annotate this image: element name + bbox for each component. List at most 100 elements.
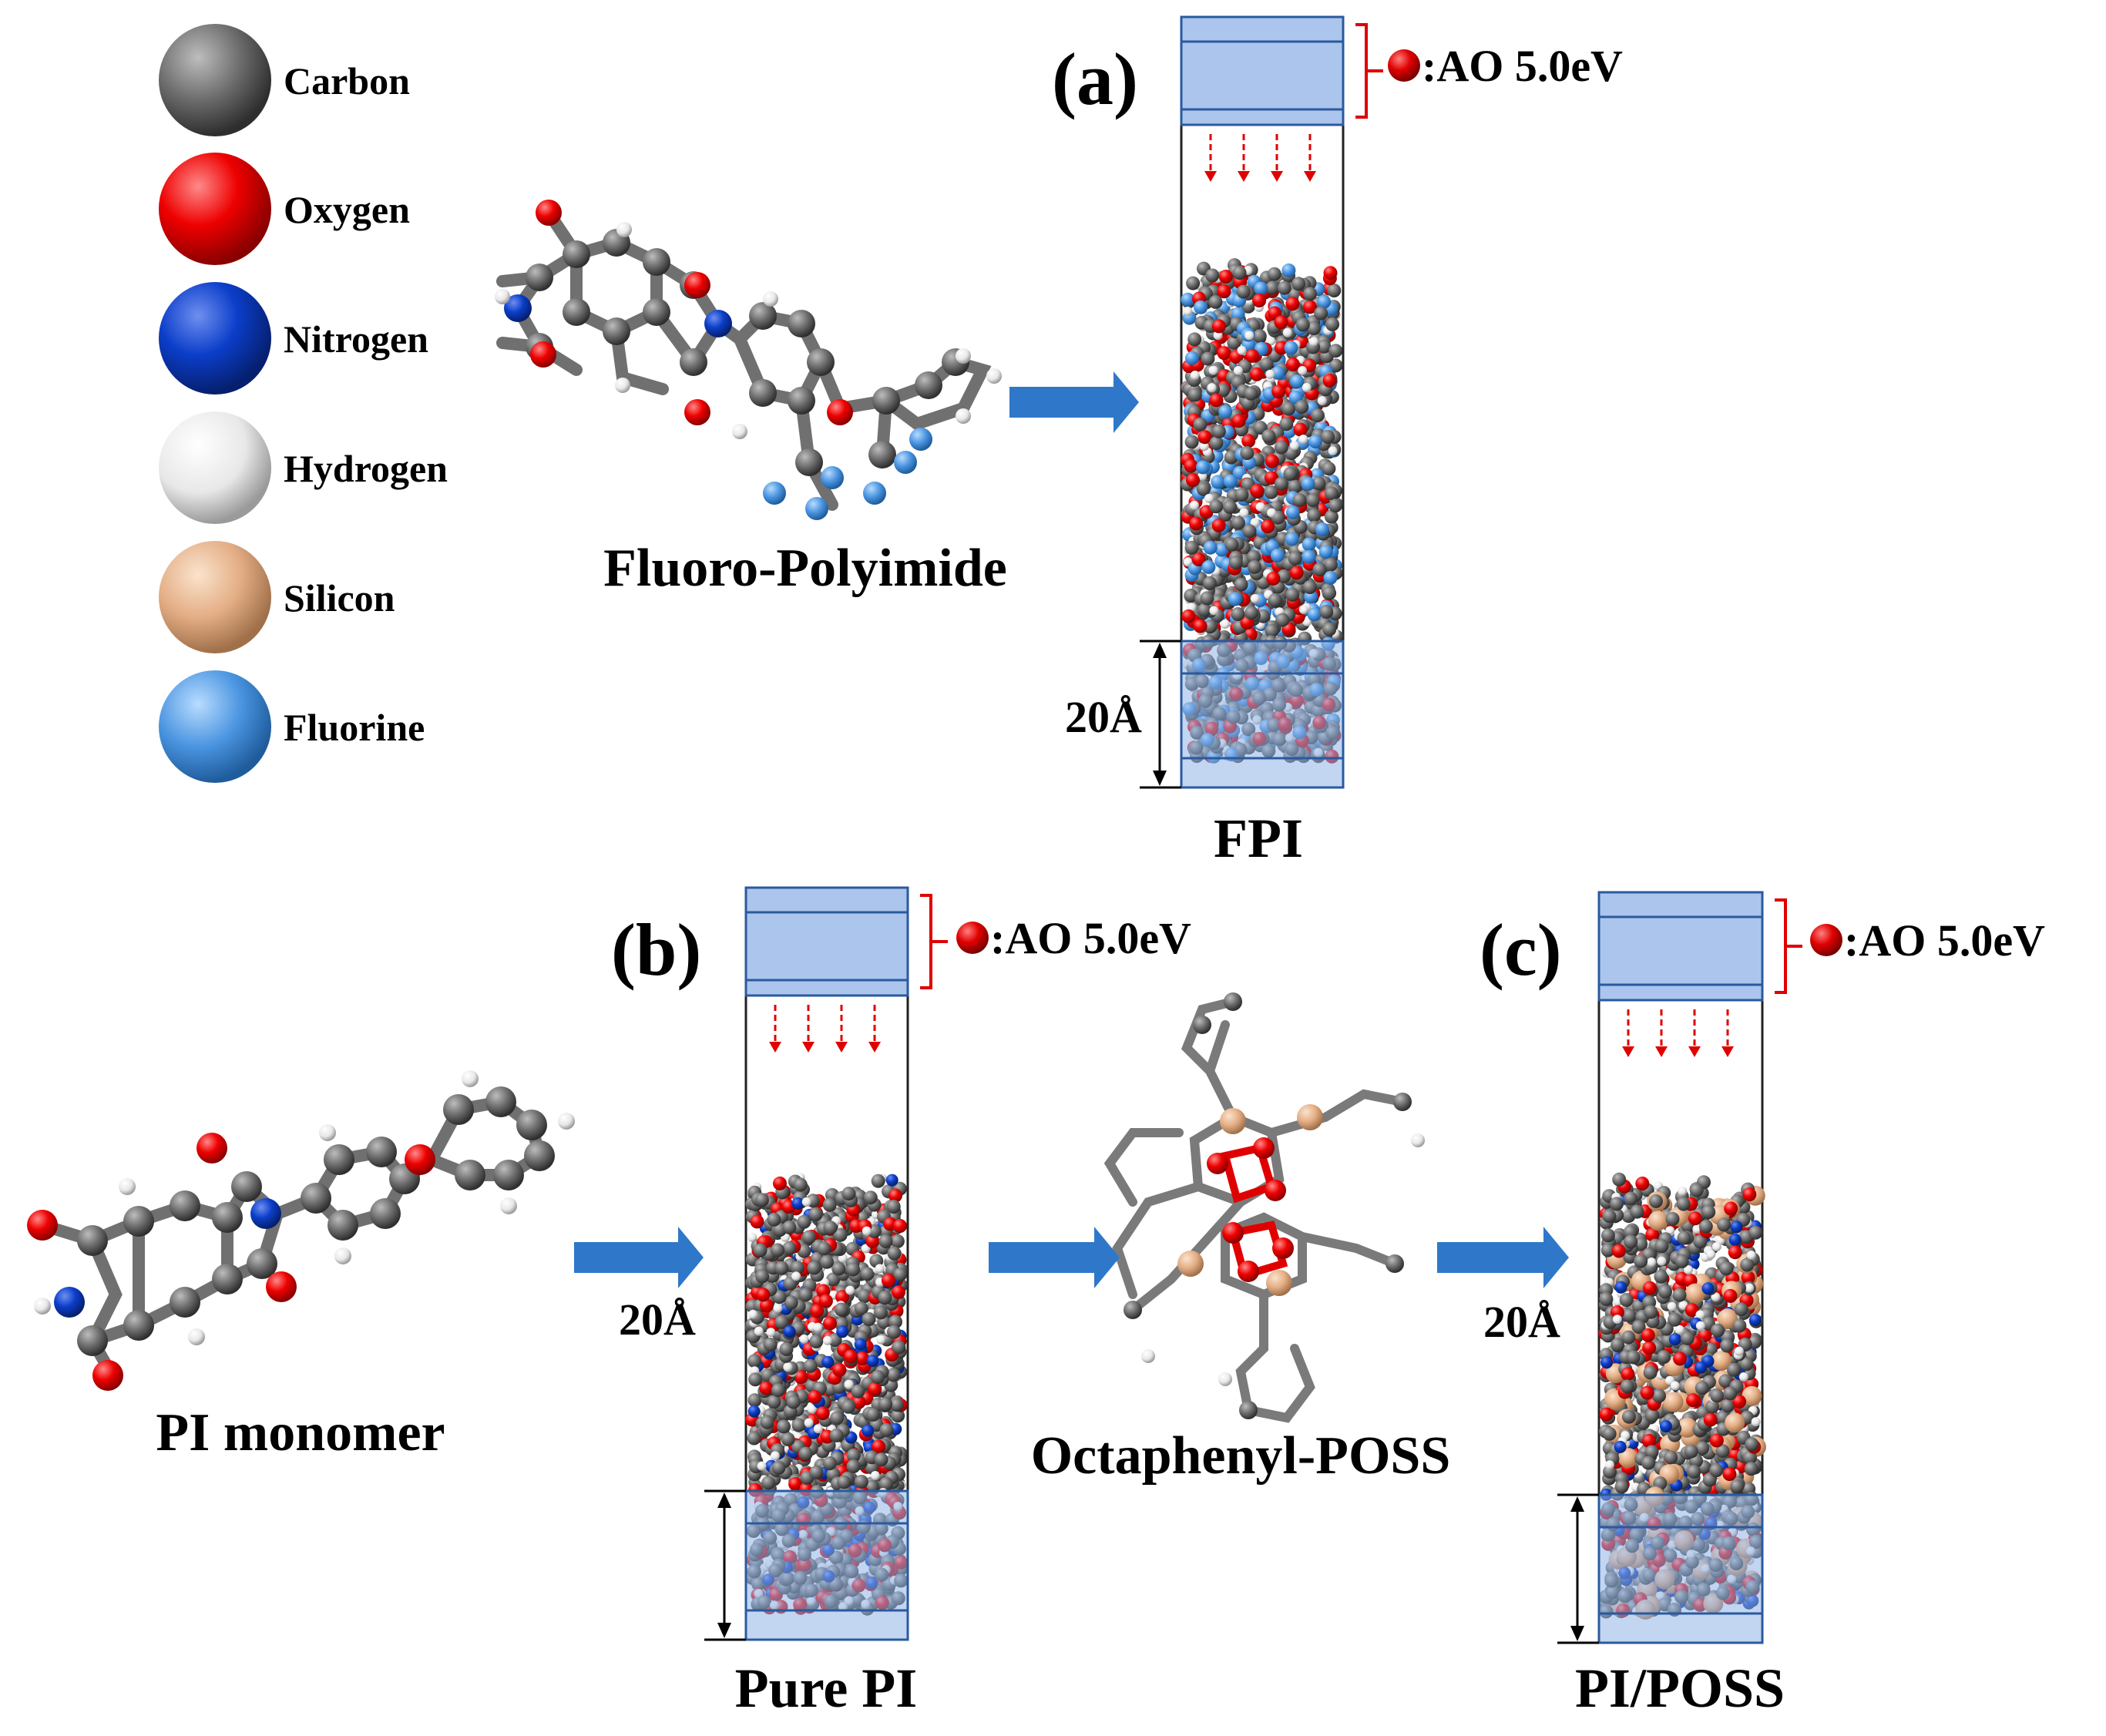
polymer-atom — [1307, 321, 1321, 336]
polymer-atom — [878, 1234, 893, 1248]
flow-arrow-poss-out — [1437, 1227, 1569, 1288]
polymer-atom — [1193, 619, 1208, 633]
dimension-arrowhead — [717, 1623, 731, 1638]
polymer-atom — [828, 1333, 842, 1347]
polymer-atom — [1234, 577, 1248, 592]
panel-b-thickness: 20Å — [619, 1294, 696, 1345]
pi-atom — [558, 1113, 575, 1130]
polymer-atom — [833, 1227, 848, 1242]
polymer-atom — [1305, 493, 1320, 508]
polymer-atom — [1317, 396, 1327, 406]
polymer-atom — [1281, 263, 1296, 277]
polymer-atom — [1270, 549, 1285, 562]
polymer-atom — [1599, 1407, 1614, 1422]
poss-atom — [1124, 1301, 1142, 1319]
polymer-atom — [882, 1273, 895, 1288]
ao-arrowhead — [802, 1042, 815, 1053]
fpi-atom — [788, 387, 815, 415]
fpi-atom — [909, 428, 932, 451]
fpi-atom — [495, 289, 510, 304]
polymer-atom — [1604, 1460, 1614, 1470]
panel-c-ao-label: :AO 5.0eV — [1844, 915, 2045, 965]
polymer-atom — [1186, 276, 1201, 290]
polymer-atom — [1621, 1330, 1636, 1345]
panel-b-tag: (b) — [611, 908, 701, 991]
polymer-atom — [862, 1312, 876, 1326]
fpi-atom — [526, 264, 553, 291]
poss-atom — [1218, 1372, 1232, 1386]
polymer-atom — [1302, 549, 1316, 564]
polymer-atom — [748, 1372, 763, 1387]
pi-atom — [212, 1202, 243, 1233]
polymer-atom — [1701, 1282, 1715, 1295]
polymer-atom — [1695, 1441, 1710, 1456]
fpi-atom — [563, 240, 590, 268]
polymer-atom — [872, 1439, 886, 1454]
polymer-atom — [1719, 1261, 1734, 1276]
polymer-atom — [756, 1288, 771, 1302]
fpi-atom — [704, 310, 732, 337]
panel-a-ao-label: :AO 5.0eV — [1422, 41, 1623, 91]
polymer-atom — [754, 1193, 769, 1207]
polymer-atom — [1234, 488, 1249, 502]
ao-atom-icon — [956, 922, 989, 954]
polymer-atom — [1644, 1409, 1659, 1422]
polymer-atom — [1323, 266, 1338, 280]
polymer-atom — [801, 1230, 816, 1244]
polymer-atom — [890, 1398, 904, 1412]
polymer-atom — [1289, 441, 1299, 451]
pi-atom — [327, 1210, 358, 1241]
polymer-atom — [1213, 331, 1223, 341]
polymer-atom — [822, 1335, 832, 1345]
polymer-atom — [1284, 341, 1298, 355]
pi-atom — [231, 1171, 262, 1202]
polymer-atom — [830, 1411, 845, 1425]
polymer-atom — [1734, 1346, 1744, 1356]
polymer-atom — [860, 1267, 875, 1281]
ao-arrowhead — [769, 1042, 781, 1053]
polymer-atom — [1617, 1448, 1638, 1469]
pi-atom — [77, 1225, 108, 1256]
polymer-atom — [1302, 382, 1312, 392]
poss-atom — [1272, 1237, 1294, 1259]
pi-atom — [485, 1086, 516, 1117]
polymer-atom — [1203, 540, 1218, 555]
polymer-atom — [1695, 1321, 1705, 1331]
poss-atom — [1224, 992, 1242, 1011]
panel-c-name: PI/POSS — [1575, 1657, 1785, 1719]
polymer-atom — [866, 1355, 879, 1368]
fpi-atom — [530, 341, 556, 368]
polymer-atom — [1677, 1231, 1691, 1245]
fpi-atom — [763, 482, 786, 505]
polymer-atom — [1745, 1283, 1755, 1293]
simulation-boxes — [704, 15, 1802, 1644]
polymer-atom — [791, 1418, 806, 1432]
polymer-atom — [1312, 476, 1326, 491]
polymer-atom — [771, 1460, 786, 1475]
polymer-atom — [783, 1325, 796, 1338]
polymer-atom — [810, 1304, 825, 1318]
ao-arrowhead — [1721, 1046, 1734, 1057]
poss-atom — [1253, 1137, 1275, 1159]
poss-atom — [1222, 1222, 1244, 1244]
polymer-atom — [1196, 482, 1211, 496]
polymer-atom — [1223, 474, 1238, 489]
ao-arrowhead — [868, 1042, 881, 1053]
fpi-atom — [615, 378, 630, 393]
polymer-atom — [783, 1362, 793, 1372]
polymer-atom — [1319, 604, 1334, 619]
polymer-atom — [1718, 1308, 1738, 1329]
polymer-atom — [1600, 1243, 1615, 1258]
polymer-atom — [747, 1354, 761, 1368]
polymer-atom — [888, 1315, 902, 1329]
polymer-atom — [1285, 587, 1300, 602]
polymer-atom — [813, 1322, 823, 1332]
polymer-atom — [1204, 493, 1214, 503]
polymer-atom — [1298, 605, 1308, 615]
polymer-atom — [1254, 281, 1268, 296]
panel-c-tag: (c) — [1480, 908, 1562, 991]
polymer-atom — [1711, 1323, 1725, 1338]
panel-a: (a) :AO 5.0eV 20Å FPI — [1052, 38, 1623, 869]
polymer-atom — [888, 1188, 902, 1203]
panel-c-thickness: 20Å — [1483, 1297, 1560, 1347]
